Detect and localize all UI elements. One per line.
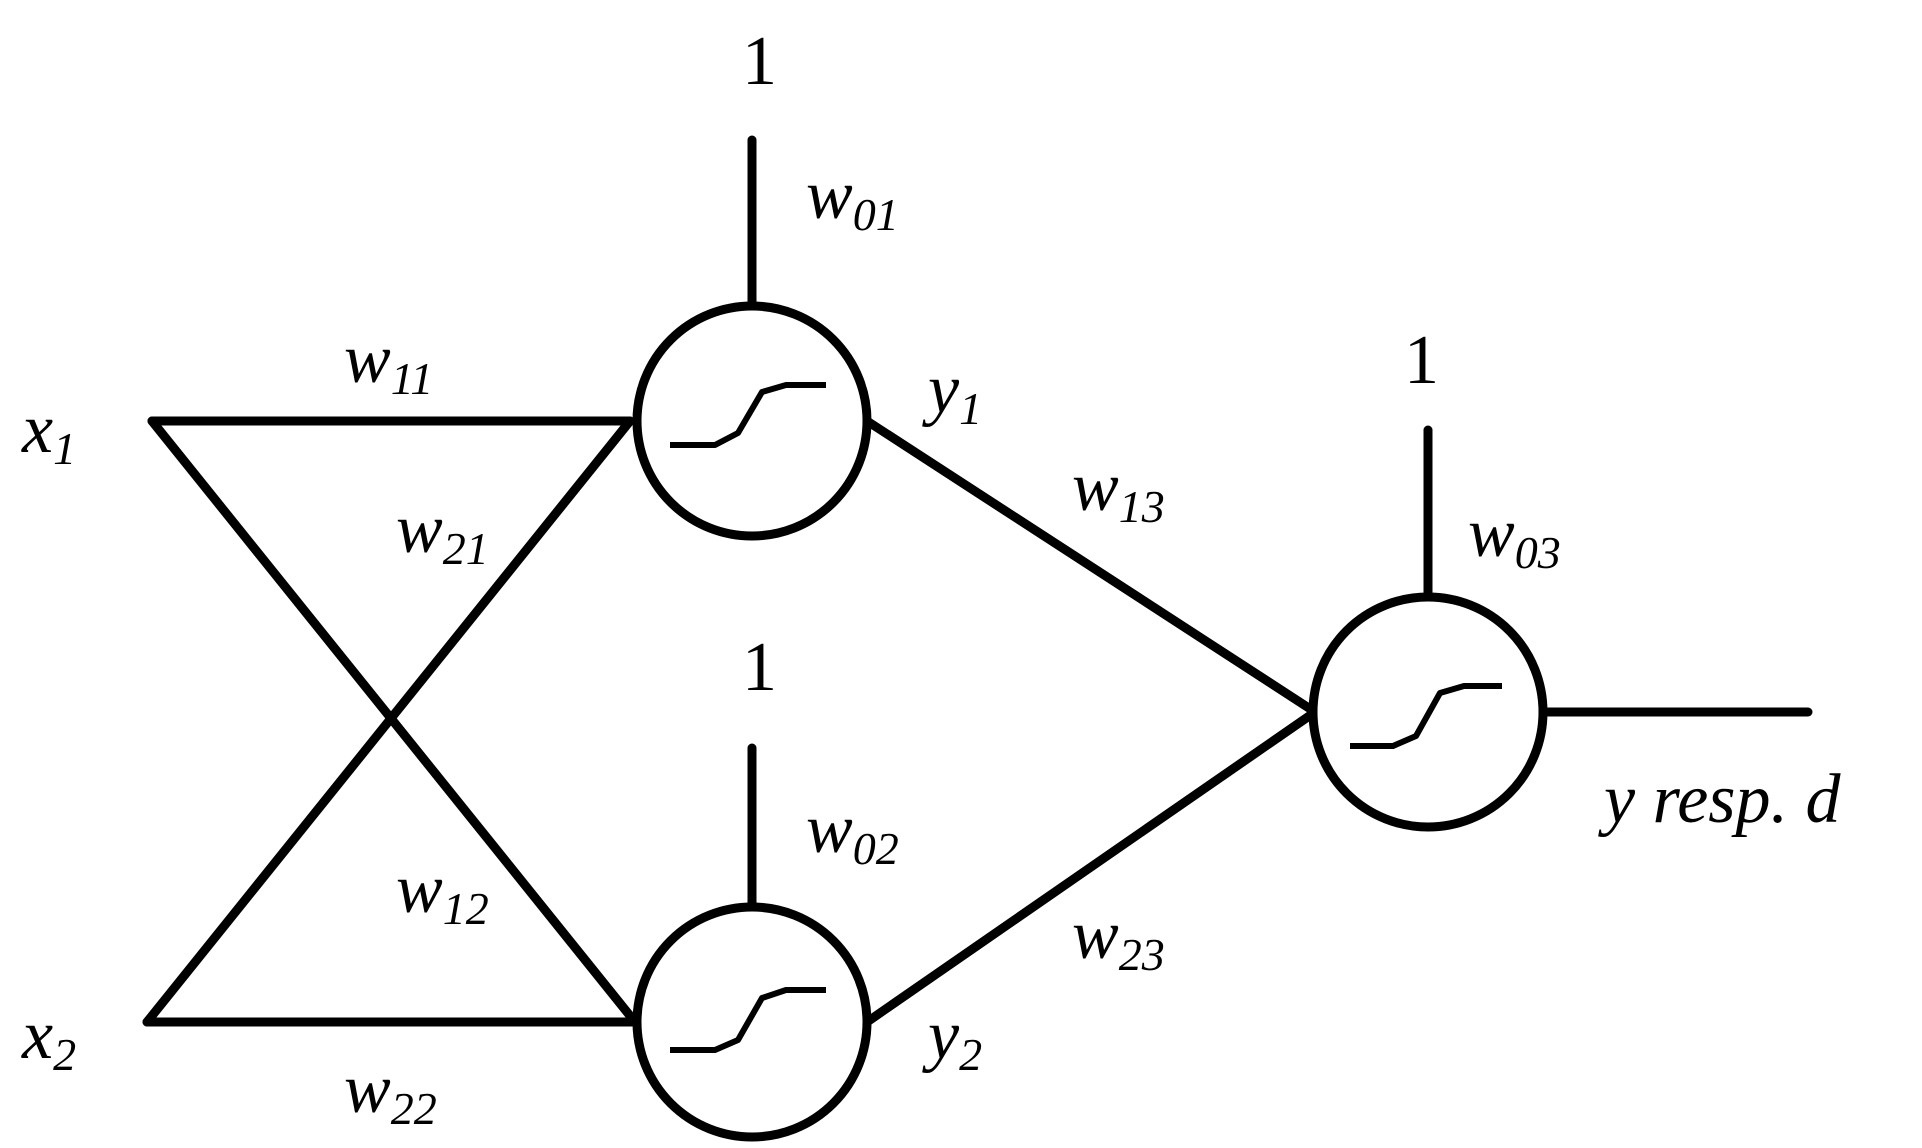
output-neuron xyxy=(1308,592,1548,832)
weight-label-w13: w13 xyxy=(1072,449,1165,532)
hidden-output-label-y2: y2 xyxy=(922,997,982,1080)
input-label-x1: x1 xyxy=(21,391,76,474)
weight-label-w03: w03 xyxy=(1468,495,1561,578)
sigmoid-activation-icon xyxy=(1350,683,1502,749)
bias-label-out: 1 xyxy=(1404,322,1439,399)
hidden-output-label-y1: y1 xyxy=(922,351,982,434)
sigmoid-activation-icon xyxy=(670,987,826,1053)
weight-label-w12: w12 xyxy=(396,851,489,934)
weight-label-w11: w11 xyxy=(344,321,433,404)
weight-label-w01: w01 xyxy=(806,157,899,240)
input-label-x2: x2 xyxy=(21,997,76,1080)
hidden-neuron-1 xyxy=(632,301,872,541)
edge-x2-h1 xyxy=(142,416,635,1027)
edge-h1-out xyxy=(862,416,1320,717)
weight-label-w21: w21 xyxy=(396,491,489,574)
weight-label-w23: w23 xyxy=(1072,897,1165,980)
bias-label-h2: 1 xyxy=(742,629,777,706)
output-label: y resp. d xyxy=(1598,761,1842,838)
edge-h2-out xyxy=(862,707,1320,1027)
hidden-neuron-2 xyxy=(632,902,872,1142)
weight-label-w02: w02 xyxy=(806,791,899,874)
weight-label-w22: w22 xyxy=(344,1051,437,1134)
bias-label-h1: 1 xyxy=(742,23,777,100)
sigmoid-activation-icon xyxy=(670,382,826,448)
